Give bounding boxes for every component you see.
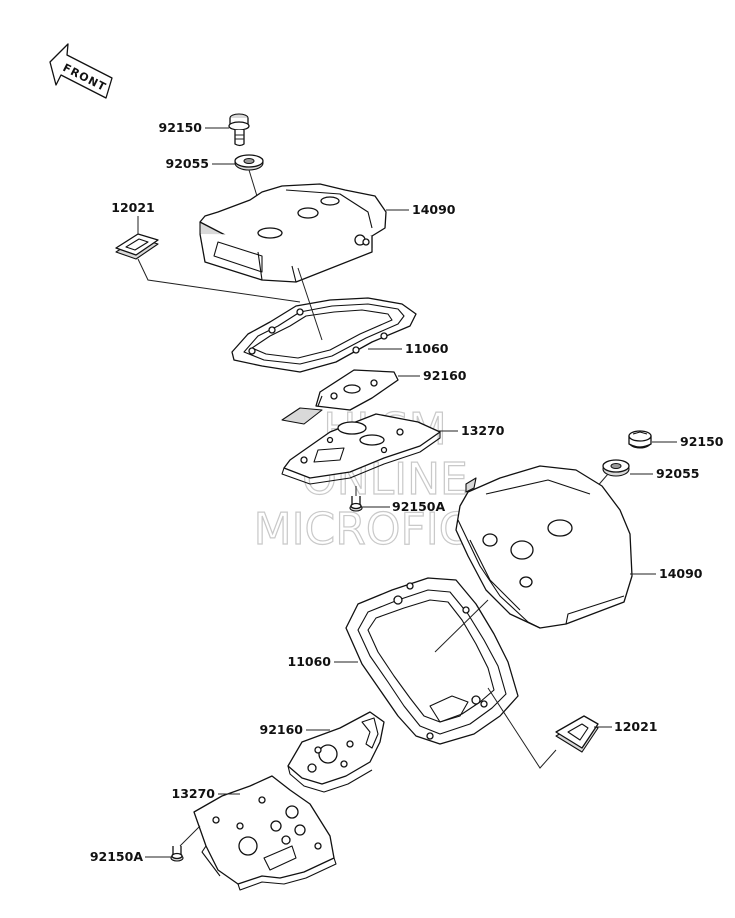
gasket-left-icon bbox=[345, 577, 519, 745]
bracket-top-icon bbox=[281, 407, 441, 485]
label-gasket-left: 11060 bbox=[288, 654, 332, 669]
label-cover-top: 14090 bbox=[412, 202, 456, 217]
plate-left-icon bbox=[287, 711, 385, 793]
bolt-top-icon bbox=[228, 113, 250, 147]
grommet-top-icon bbox=[115, 233, 159, 260]
cover-top-icon bbox=[199, 183, 387, 283]
bracket-left-icon bbox=[193, 775, 337, 891]
gasket-top-icon bbox=[231, 297, 417, 373]
label-plate-left: 92160 bbox=[260, 722, 304, 737]
label-bracket-top: 13270 bbox=[461, 423, 505, 438]
screw-left-icon bbox=[170, 846, 184, 862]
label-washer-top: 92055 bbox=[166, 156, 210, 171]
grommet-right-icon bbox=[555, 715, 599, 753]
plate-top-icon bbox=[315, 369, 399, 411]
washer-right-icon bbox=[602, 459, 630, 477]
label-plate-top: 92160 bbox=[423, 368, 467, 383]
label-gasket-top: 11060 bbox=[405, 341, 449, 356]
label-grommet-right: 12021 bbox=[614, 719, 658, 734]
screw-top-icon bbox=[349, 496, 363, 512]
front-arrow-icon: FRONT bbox=[49, 43, 113, 99]
label-cover-right: 14090 bbox=[659, 566, 703, 581]
washer-top-icon bbox=[234, 154, 264, 171]
label-screw-top: 92150A bbox=[392, 499, 445, 514]
bolt-right-icon bbox=[628, 430, 652, 449]
label-bolt-right: 92150 bbox=[680, 434, 724, 449]
label-screw-left: 92150A bbox=[90, 849, 143, 864]
label-washer-right: 92055 bbox=[656, 466, 700, 481]
cover-right-icon bbox=[455, 465, 633, 629]
label-grommet-top: 12021 bbox=[111, 200, 155, 215]
label-bolt-top: 92150 bbox=[159, 120, 203, 135]
label-bracket-left: 13270 bbox=[172, 786, 216, 801]
